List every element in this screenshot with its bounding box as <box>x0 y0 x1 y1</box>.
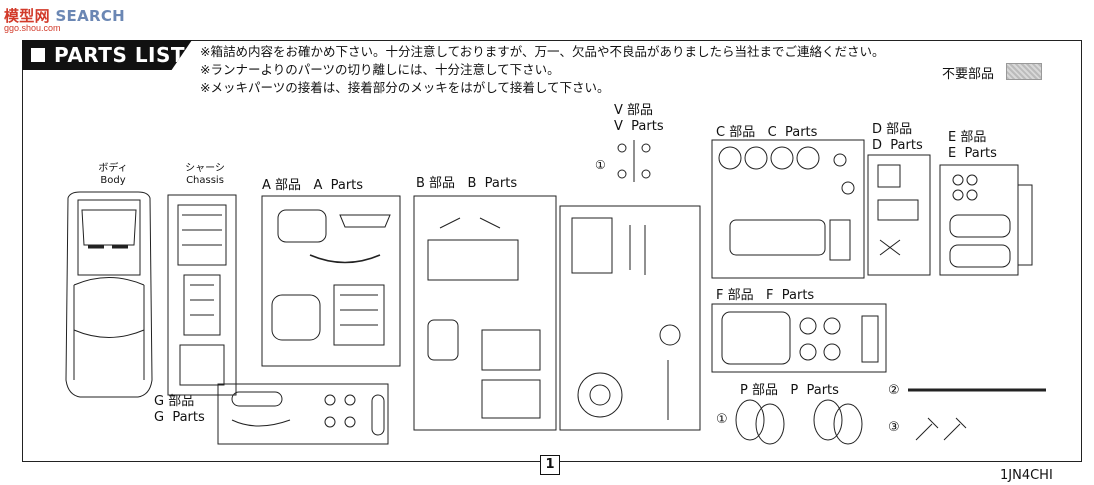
group-f-label: F 部品 F Parts <box>716 288 815 303</box>
instruction-notes: ※箱詰め内容をお確かめ下さい。十分注意しておりますが、万一、欠品や不良品がありま… <box>200 43 884 97</box>
page-number: 1 <box>540 455 560 475</box>
note-2: ※ランナーよりのパーツの切り離しには、十分注意して下さい。 <box>200 62 560 77</box>
parts-list-header: PARTS LIST <box>22 40 192 70</box>
b-parts-runner <box>413 195 701 431</box>
header-square-icon <box>31 48 45 62</box>
group-c-label: C 部品 C Parts <box>716 125 818 140</box>
group-p-label: P 部品 P Parts <box>740 383 839 398</box>
header-title: PARTS LIST <box>54 43 186 67</box>
group-b-label: B 部品 B Parts <box>416 176 518 191</box>
g-parts-runner <box>217 383 389 445</box>
f-parts-runner <box>711 303 887 373</box>
v-marker: ① <box>595 158 606 172</box>
note-1: ※箱詰め内容をお確かめ下さい。十分注意しておりますが、万一、欠品や不良品がありま… <box>200 44 885 59</box>
c-parts-runner <box>711 139 865 279</box>
body-label: ボディ Body <box>78 163 148 187</box>
unused-parts-swatch <box>1006 63 1042 80</box>
chassis-label-jp: シャーシ <box>185 163 225 174</box>
p-parts-drawing <box>735 388 1046 445</box>
chassis-part-drawing <box>167 194 237 396</box>
p-marker-screws: ③ <box>888 420 900 435</box>
chassis-label: シャーシ Chassis <box>170 163 240 187</box>
chassis-label-en: Chassis <box>186 175 224 186</box>
e-parts-runner <box>939 164 1033 276</box>
body-label-en: Body <box>100 175 126 186</box>
watermark-logo: 模型网 SEARCH <box>4 7 126 25</box>
body-part-drawing <box>65 191 153 398</box>
body-label-jp: ボディ <box>98 163 128 174</box>
catalog-code: 1JN4CHI <box>1000 468 1053 483</box>
note-3: ※メッキパーツの接着は、接着部分のメッキをはがして接着して下さい。 <box>200 80 610 95</box>
unused-parts-label: 不要部品 <box>942 67 995 82</box>
group-a-label: A 部品 A Parts <box>262 178 364 193</box>
d-parts-runner <box>867 154 931 276</box>
p-marker-axle: ② <box>888 383 900 398</box>
v-parts-drawing <box>617 140 651 182</box>
a-parts-runner <box>261 195 401 367</box>
p-marker-tires: ① <box>716 412 728 427</box>
watermark-url: ggo.shou.com <box>4 23 61 33</box>
